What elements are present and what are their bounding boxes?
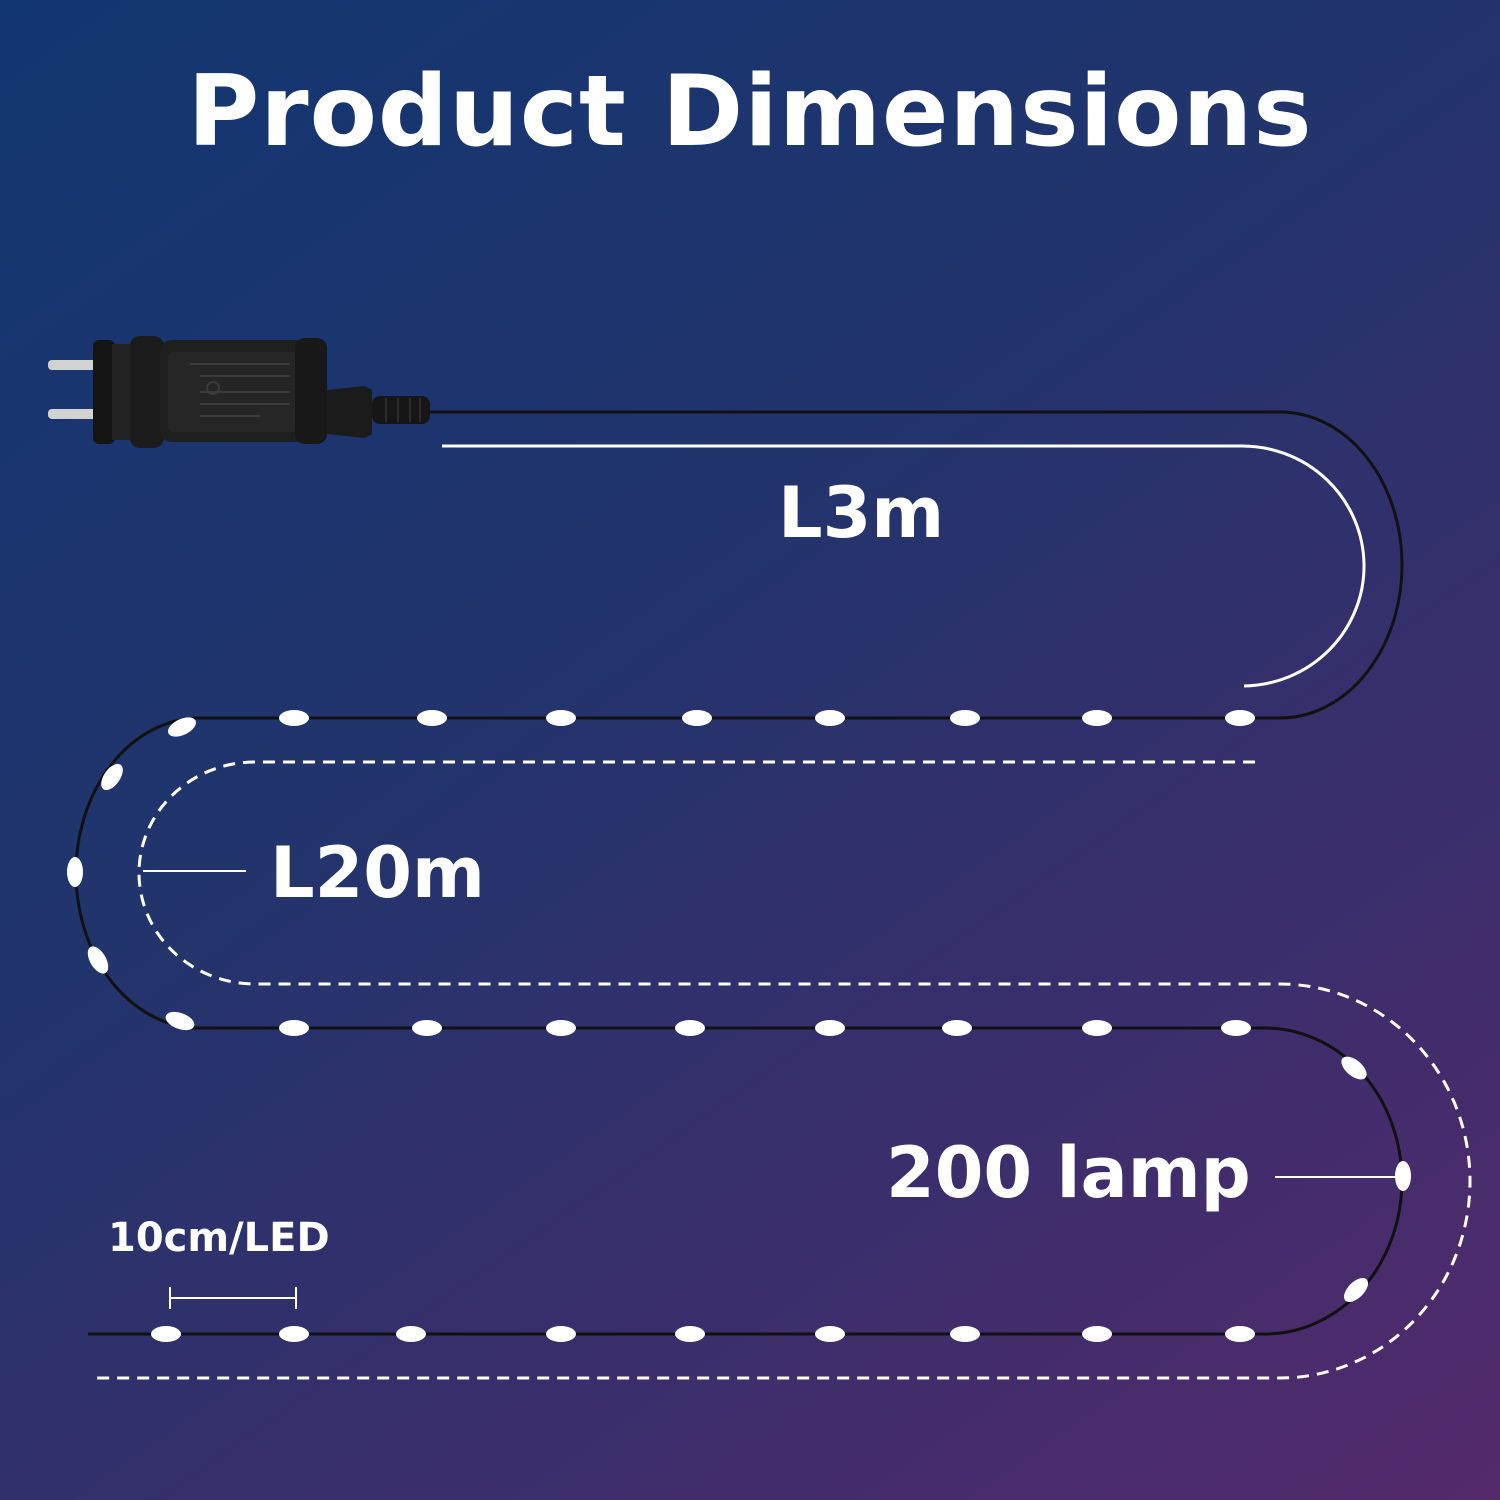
power-plug-icon — [48, 336, 430, 448]
led-bulb — [279, 710, 309, 726]
lamp-count-label: 200 lamp — [886, 1132, 1251, 1214]
led-bulb — [101, 763, 123, 791]
led-bulb — [151, 1326, 181, 1342]
led-bulb — [546, 1326, 576, 1342]
page-title: Product Dimensions — [187, 55, 1313, 169]
led-bulb — [1082, 710, 1112, 726]
led-bulb — [1082, 1326, 1112, 1342]
lead-cable-measure-line — [442, 444, 1366, 688]
led-bulb — [675, 1020, 705, 1036]
led-bulb — [950, 1326, 980, 1342]
led-spacing-bracket — [169, 1287, 297, 1309]
led-bulb — [279, 1326, 309, 1342]
led-bulb — [1082, 1020, 1112, 1036]
led-group — [67, 710, 1411, 1342]
led-bulb — [1221, 1020, 1251, 1036]
led-bulb — [412, 1020, 442, 1036]
led-bulb — [950, 710, 980, 726]
led-bulb — [815, 1326, 845, 1342]
led-bulb — [167, 717, 197, 737]
led-bulb — [417, 710, 447, 726]
led-spacing-label: 10cm/LED — [108, 1215, 330, 1261]
lit-length-measure-line — [92, 760, 1472, 1380]
led-bulb — [1395, 1161, 1411, 1191]
led-bulb — [67, 857, 83, 887]
lit-length-label: L20m — [270, 832, 485, 914]
led-bulb — [815, 710, 845, 726]
led-bulb — [396, 1326, 426, 1342]
led-bulb — [1341, 1056, 1367, 1080]
led-bulb — [165, 1011, 195, 1031]
led-bulb — [942, 1020, 972, 1036]
lead-cable-length-label: L3m — [778, 472, 945, 554]
led-bulb — [87, 946, 109, 974]
led-bulb — [546, 1020, 576, 1036]
led-bulb — [1225, 710, 1255, 726]
led-bulb — [815, 1020, 845, 1036]
led-bulb — [546, 710, 576, 726]
led-bulb — [279, 1020, 309, 1036]
led-bulb — [1343, 1277, 1369, 1303]
led-bulb — [682, 710, 712, 726]
led-bulb — [675, 1326, 705, 1342]
led-bulb — [1225, 1326, 1255, 1342]
